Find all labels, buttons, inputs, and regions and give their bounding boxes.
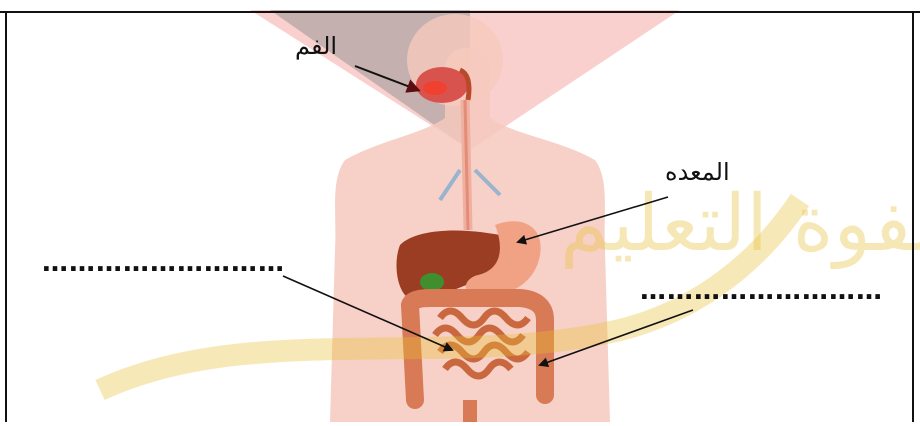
label-stomach: المعده bbox=[665, 158, 730, 186]
gallbladder-organ bbox=[420, 273, 444, 291]
blank-large-intestine[interactable]: ……………………… bbox=[640, 276, 883, 306]
tongue-shape bbox=[423, 81, 447, 95]
label-mouth: الفم bbox=[295, 32, 337, 60]
blank-small-intestine[interactable]: ……………………… bbox=[42, 248, 285, 278]
watermark-text: معهد صفوة التعليم bbox=[560, 179, 920, 270]
